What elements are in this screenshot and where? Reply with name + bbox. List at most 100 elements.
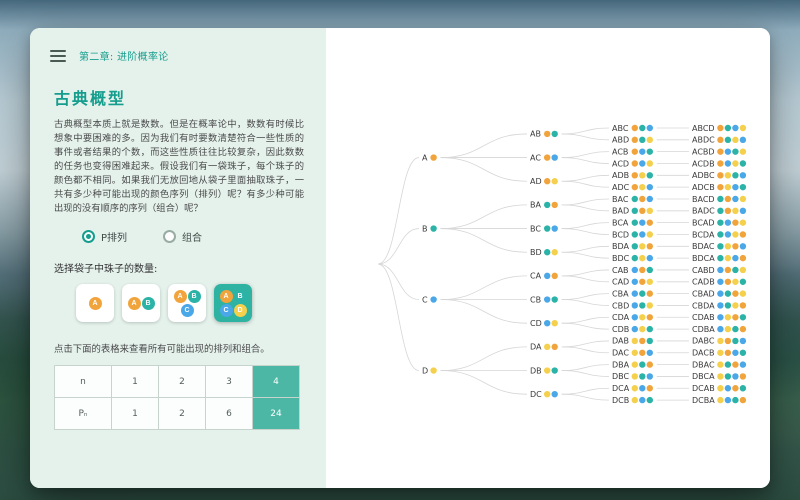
svg-text:BCD: BCD xyxy=(612,230,629,239)
svg-text:BAD: BAD xyxy=(612,207,629,216)
table-row-header: Pₙ xyxy=(54,397,112,430)
app-window: 第二章: 进阶概率论 古典概型 古典概型本质上就是数数。但是在概率论中，数数有时… xyxy=(30,28,770,488)
svg-text:DCAB: DCAB xyxy=(692,384,715,393)
radio-circle-icon[interactable] xyxy=(82,230,95,243)
svg-text:BDAC: BDAC xyxy=(692,242,715,251)
sidebar-header: 第二章: 进阶概率论 xyxy=(30,28,326,67)
svg-text:CBD: CBD xyxy=(612,301,629,310)
svg-text:BC: BC xyxy=(530,224,541,233)
svg-text:B: B xyxy=(422,224,428,233)
table-cell[interactable]: 1 xyxy=(111,397,159,430)
svg-text:DBAC: DBAC xyxy=(692,360,715,369)
permutation-tree-diagram: ABCDABACADBABCBDCACBCDDADBDCABCABDACBACD… xyxy=(377,124,747,405)
svg-text:CB: CB xyxy=(530,295,541,304)
svg-text:ABCD: ABCD xyxy=(692,124,715,133)
svg-text:BADC: BADC xyxy=(692,207,715,216)
svg-text:DABC: DABC xyxy=(692,337,715,346)
svg-text:CA: CA xyxy=(530,272,542,281)
svg-text:DBC: DBC xyxy=(612,372,630,381)
svg-text:CDA: CDA xyxy=(612,313,630,322)
svg-text:CD: CD xyxy=(530,319,542,328)
radio-combination[interactable]: 组合 xyxy=(163,229,202,244)
chapter-title: 第二章: 进阶概率论 xyxy=(79,52,169,63)
svg-text:DCA: DCA xyxy=(612,384,630,393)
svg-text:DA: DA xyxy=(530,343,542,352)
bead-d-icon: D xyxy=(233,303,247,317)
svg-text:DAB: DAB xyxy=(612,337,629,346)
sidebar: 第二章: 进阶概率论 古典概型 古典概型本质上就是数数。但是在概率论中，数数有时… xyxy=(30,28,326,488)
svg-text:AC: AC xyxy=(530,153,541,162)
svg-text:ACB: ACB xyxy=(612,147,628,156)
svg-text:BD: BD xyxy=(530,248,542,257)
svg-text:ACD: ACD xyxy=(612,159,629,168)
intro-paragraph: 古典概型本质上就是数数。但是在概率论中，数数有时候比想象中要困难的多。因为我们有… xyxy=(54,119,304,214)
table-cell[interactable]: 1 xyxy=(111,365,159,398)
table-cell[interactable]: 3 xyxy=(205,365,253,398)
svg-text:DB: DB xyxy=(530,366,542,375)
svg-text:CADB: CADB xyxy=(692,278,715,287)
svg-text:CDAB: CDAB xyxy=(692,313,715,322)
svg-text:ADBC: ADBC xyxy=(692,171,715,180)
bead-c-icon: C xyxy=(219,303,233,317)
table-row-header: n xyxy=(54,365,112,398)
svg-text:DBA: DBA xyxy=(612,360,630,369)
svg-text:ABD: ABD xyxy=(612,136,629,145)
table-hint: 点击下面的表格来查看所有可能出现的排列和组合。 xyxy=(54,344,270,355)
svg-text:ADCB: ADCB xyxy=(692,183,715,192)
svg-text:ABDC: ABDC xyxy=(692,136,715,145)
svg-text:DCBA: DCBA xyxy=(692,396,715,405)
table-cell[interactable]: 4 xyxy=(252,365,300,398)
svg-text:ADC: ADC xyxy=(612,183,630,192)
svg-text:CAB: CAB xyxy=(612,266,629,275)
radio-permutation[interactable]: P排列 xyxy=(82,229,127,244)
svg-text:ABC: ABC xyxy=(612,124,629,133)
svg-text:D: D xyxy=(422,366,428,375)
bead-b-icon: B xyxy=(187,289,201,303)
hamburger-menu-icon[interactable] xyxy=(50,49,66,62)
bead-a-icon: A xyxy=(219,289,233,303)
svg-text:ADB: ADB xyxy=(612,171,629,180)
bead-a-icon: A xyxy=(173,289,187,303)
svg-text:BDA: BDA xyxy=(612,242,630,251)
svg-text:DAC: DAC xyxy=(612,349,629,358)
table-cell[interactable]: 2 xyxy=(158,365,206,398)
svg-text:BA: BA xyxy=(530,201,541,210)
svg-text:BCDA: BCDA xyxy=(692,230,715,239)
svg-text:CABD: CABD xyxy=(692,266,715,275)
svg-text:BDCA: BDCA xyxy=(692,254,715,263)
table-cell[interactable]: 6 xyxy=(205,397,253,430)
mode-radio-group: P排列 组合 xyxy=(30,216,326,244)
table-cell[interactable]: 2 xyxy=(158,397,206,430)
svg-text:CAD: CAD xyxy=(612,278,629,287)
bead-b-icon: B xyxy=(141,296,155,310)
svg-text:ACDB: ACDB xyxy=(692,159,715,168)
svg-text:AD: AD xyxy=(530,177,542,186)
bead-count-label: 选择袋子中珠子的数量: xyxy=(54,264,158,275)
svg-text:BCA: BCA xyxy=(612,218,629,227)
svg-text:BCAD: BCAD xyxy=(692,218,715,227)
svg-text:BDC: BDC xyxy=(612,254,630,263)
svg-text:CDBA: CDBA xyxy=(692,325,715,334)
radio-circle-icon[interactable] xyxy=(163,230,177,243)
svg-text:CBAD: CBAD xyxy=(692,289,715,298)
svg-text:AB: AB xyxy=(530,130,541,139)
table-cell[interactable]: 24 xyxy=(252,397,300,430)
radio-label: P排列 xyxy=(101,233,128,244)
svg-text:A: A xyxy=(422,153,428,162)
svg-text:BAC: BAC xyxy=(612,195,629,204)
svg-text:DC: DC xyxy=(530,390,542,399)
svg-text:BACD: BACD xyxy=(692,195,715,204)
page-title: 古典概型 xyxy=(54,89,127,108)
svg-text:DBCA: DBCA xyxy=(692,372,715,381)
svg-text:DCB: DCB xyxy=(612,396,629,405)
bead-a-icon: A xyxy=(88,296,102,310)
bead-count-button-1[interactable]: A xyxy=(76,284,114,322)
bead-a-icon: A xyxy=(127,296,141,310)
